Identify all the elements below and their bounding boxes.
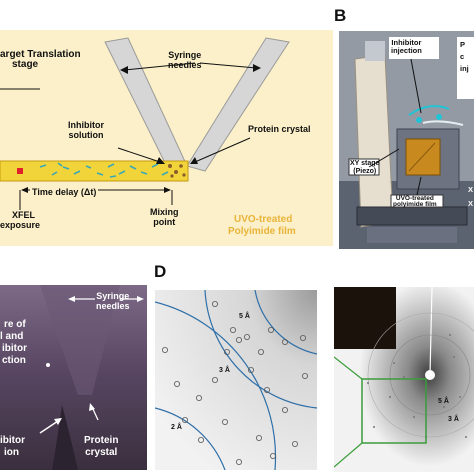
right-syringe-needle <box>186 37 290 172</box>
ring-5a <box>204 290 317 409</box>
xy-stage-label: XY stage(Piezo) <box>350 160 380 175</box>
panel-b-letter: B <box>334 6 347 25</box>
panel-d-zoom: 5 Å 3 Å 2 Å <box>155 290 317 470</box>
mixing-plume <box>52 405 78 470</box>
zoom-spots <box>162 300 308 465</box>
inhibitor-streaks <box>39 162 169 178</box>
detector-gap <box>334 287 396 349</box>
tube-cyan <box>408 105 450 116</box>
zoom-ring-label-3a: 3 Å <box>219 367 230 374</box>
panel-d-overview: 5 Å 3 Å <box>334 287 474 472</box>
panel-c-drawing <box>0 285 147 470</box>
panel-b-drawing <box>339 31 474 249</box>
panel-a-drawing <box>0 37 290 210</box>
overview-ring-label-3a: 3 Å <box>448 416 459 423</box>
panel-d-zoom-drawing <box>155 290 317 470</box>
panel-d-overview-drawing <box>334 287 474 472</box>
ring-3a <box>155 301 277 470</box>
protein-crystal-label: Protein crystal <box>248 124 311 134</box>
zoom-ring-label-5a: 5 Å <box>239 313 250 320</box>
panel-d-letter: D <box>154 262 167 281</box>
zoom-ring-label-2a: 2 Å <box>171 424 182 431</box>
crystal-dots <box>168 164 186 178</box>
time-delay-label: Time delay (Δt) <box>30 187 99 197</box>
beamstop-arm <box>429 287 433 376</box>
film-holder <box>405 138 441 176</box>
direct-beam <box>425 370 435 380</box>
needle-shadow <box>40 285 120 395</box>
xfel-marker <box>17 168 23 174</box>
ring-2a <box>155 407 226 470</box>
overview-ring-label-5a: 5 Å <box>438 398 449 405</box>
zoom-box <box>361 378 427 444</box>
inhibitor-label-box <box>389 37 439 59</box>
ring-outer-zoom <box>254 290 317 355</box>
polyimide-film <box>0 160 189 182</box>
xy-label-box <box>348 158 380 176</box>
overview-spots <box>367 334 467 438</box>
